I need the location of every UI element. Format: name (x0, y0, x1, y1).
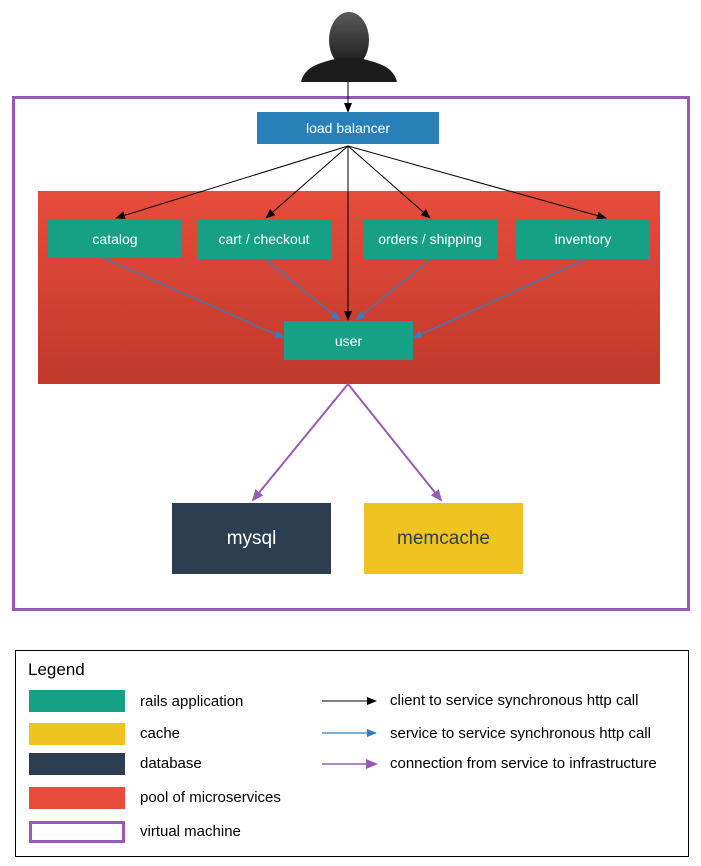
virtual-machine (12, 96, 690, 611)
memcache-node: memcache (364, 503, 523, 574)
user-service-node: user (284, 321, 413, 360)
legend-swatch-vm (29, 821, 125, 843)
catalog-service-node: catalog (48, 219, 182, 258)
legend-label-cache: cache (140, 725, 181, 742)
cart-checkout-service-node: cart / checkout (197, 219, 331, 259)
legend-label-vm: virtual machine (140, 823, 241, 840)
legend-swatch-rails (29, 690, 125, 712)
legend-label-client-call: client to service synchronous http call (390, 692, 639, 709)
legend-label-rails: rails application (140, 693, 244, 710)
legend-label-service-call: service to service synchronous http call (390, 725, 651, 742)
mysql-database-node: mysql (172, 503, 331, 574)
legend-swatch-pool (29, 787, 125, 809)
legend-label-database: database (140, 755, 202, 772)
inventory-service-node: inventory (516, 219, 650, 259)
legend-title: Legend (28, 660, 85, 679)
orders-shipping-service-node: orders / shipping (363, 219, 497, 259)
load-balancer-node: load balancer (257, 112, 439, 144)
legend-label-pool: pool of microservices (140, 789, 281, 806)
legend-swatch-cache (29, 723, 125, 745)
legend (15, 650, 689, 857)
legend-swatch-database (29, 753, 125, 775)
legend-label-infra-connection: connection from service to infrastructur… (390, 755, 657, 772)
